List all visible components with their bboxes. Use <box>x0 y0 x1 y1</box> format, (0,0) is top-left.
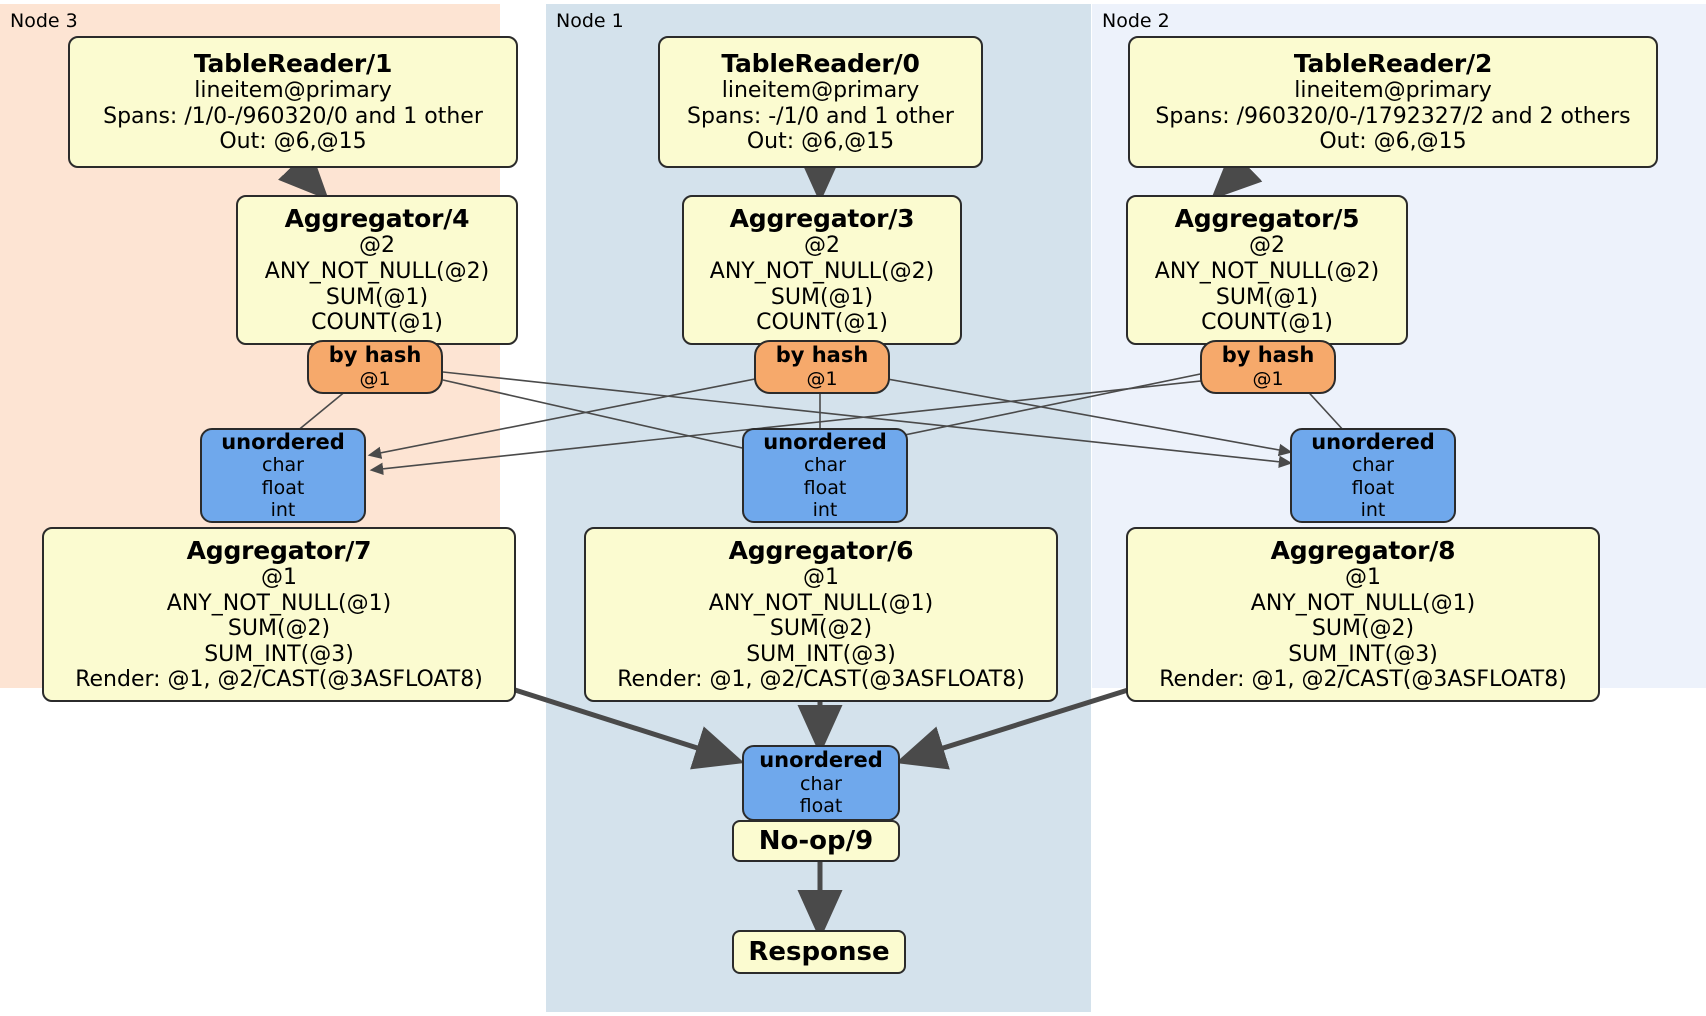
processor-detail: Spans: -/1/0 and 1 other <box>687 103 954 129</box>
processor-detail: ANY_NOT_NULL(@2) <box>1154 258 1380 284</box>
processor-aggregator-8[interactable]: Aggregator/8 @1 ANY_NOT_NULL(@1) SUM(@2)… <box>1126 527 1600 702</box>
router-unordered-left[interactable]: unordered char float int <box>200 428 366 523</box>
processor-title: TableReader/0 <box>721 49 920 79</box>
processor-title: Aggregator/4 <box>284 204 470 234</box>
router-unordered-right[interactable]: unordered char float int <box>1290 428 1456 523</box>
router-title: unordered <box>221 429 345 454</box>
processor-aggregator-4[interactable]: Aggregator/4 @2 ANY_NOT_NULL(@2) SUM(@1)… <box>236 195 518 345</box>
router-title: by hash <box>1221 343 1315 368</box>
processor-detail: Spans: /1/0-/960320/0 and 1 other <box>103 103 483 129</box>
router-unordered-center[interactable]: unordered char float int <box>742 428 908 523</box>
processor-detail: ANY_NOT_NULL(@2) <box>709 258 935 284</box>
processor-aggregator-5[interactable]: Aggregator/5 @2 ANY_NOT_NULL(@2) SUM(@1)… <box>1126 195 1408 345</box>
router-detail: @1 <box>359 368 391 391</box>
processor-detail: Render: @1, @2/CAST(@3ASFLOAT8) <box>75 667 483 693</box>
router-title: by hash <box>775 343 869 368</box>
processor-detail: SUM_INT(@3) <box>204 641 354 667</box>
processor-title: Aggregator/8 <box>1270 536 1456 566</box>
processor-detail: ANY_NOT_NULL(@1) <box>708 590 934 616</box>
processor-response[interactable]: Response <box>732 930 906 974</box>
processor-detail: Out: @6,@15 <box>219 129 367 155</box>
processor-detail: SUM(@1) <box>1215 284 1319 310</box>
processor-title: TableReader/2 <box>1293 49 1493 79</box>
router-by-hash-right[interactable]: by hash @1 <box>1200 340 1336 394</box>
processor-detail: SUM_INT(@3) <box>746 641 896 667</box>
processor-title: Aggregator/3 <box>729 204 915 234</box>
processor-title: Response <box>748 937 890 967</box>
processor-detail: COUNT(@1) <box>756 310 888 336</box>
router-detail: int <box>812 499 838 522</box>
processor-detail: COUNT(@1) <box>311 310 443 336</box>
processor-detail: SUM_INT(@3) <box>1288 641 1438 667</box>
router-title: unordered <box>759 748 883 773</box>
router-detail: char <box>1352 454 1394 477</box>
processor-detail: @2 <box>359 233 395 259</box>
router-detail: float <box>803 476 847 499</box>
router-detail: int <box>270 499 296 522</box>
router-detail: @1 <box>806 368 838 391</box>
processor-title: TableReader/1 <box>193 49 393 79</box>
router-detail: char <box>804 454 846 477</box>
processor-aggregator-3[interactable]: Aggregator/3 @2 ANY_NOT_NULL(@2) SUM(@1)… <box>682 195 962 345</box>
router-detail: float <box>1351 476 1395 499</box>
router-by-hash-center[interactable]: by hash @1 <box>754 340 890 394</box>
processor-title: Aggregator/6 <box>728 536 914 566</box>
processor-detail: @2 <box>1249 233 1285 259</box>
processor-detail: Render: @1, @2/CAST(@3ASFLOAT8) <box>1159 667 1567 693</box>
processor-aggregator-6[interactable]: Aggregator/6 @1 ANY_NOT_NULL(@1) SUM(@2)… <box>584 527 1058 702</box>
processor-detail: ANY_NOT_NULL(@1) <box>1250 590 1476 616</box>
processor-detail: @1 <box>261 565 297 591</box>
router-title: unordered <box>1311 429 1435 454</box>
router-detail: float <box>799 795 843 818</box>
processor-title: Aggregator/5 <box>1174 204 1360 234</box>
router-detail: @1 <box>1252 368 1284 391</box>
processor-detail: Spans: /960320/0-/1792327/2 and 2 others <box>1155 103 1631 129</box>
router-detail: float <box>261 476 305 499</box>
cluster-node-3-label: Node 3 <box>10 10 78 32</box>
processor-tablereader-0[interactable]: TableReader/0 lineitem@primary Spans: -/… <box>658 36 983 168</box>
router-title: by hash <box>328 343 422 368</box>
processor-noop-9[interactable]: No-op/9 <box>732 820 900 862</box>
cluster-node-2-label: Node 2 <box>1102 10 1170 32</box>
processor-detail: Out: @6,@15 <box>1319 129 1467 155</box>
processor-title: Aggregator/7 <box>186 536 372 566</box>
processor-detail: lineitem@primary <box>1294 78 1492 104</box>
router-title: unordered <box>763 429 887 454</box>
router-by-hash-left[interactable]: by hash @1 <box>307 340 443 394</box>
processor-detail: SUM(@1) <box>770 284 874 310</box>
router-detail: char <box>262 454 304 477</box>
cluster-node-1-label: Node 1 <box>556 10 624 32</box>
processor-detail: SUM(@1) <box>325 284 429 310</box>
router-detail: int <box>1360 499 1386 522</box>
router-unordered-final[interactable]: unordered char float <box>742 745 900 821</box>
processor-detail: COUNT(@1) <box>1201 310 1333 336</box>
processor-detail: @1 <box>803 565 839 591</box>
processor-detail: @1 <box>1345 565 1381 591</box>
processor-detail: ANY_NOT_NULL(@2) <box>264 258 490 284</box>
processor-title: No-op/9 <box>758 826 874 856</box>
processor-detail: @2 <box>804 233 840 259</box>
processor-detail: SUM(@2) <box>227 616 331 642</box>
processor-tablereader-1[interactable]: TableReader/1 lineitem@primary Spans: /1… <box>68 36 518 168</box>
processor-aggregator-7[interactable]: Aggregator/7 @1 ANY_NOT_NULL(@1) SUM(@2)… <box>42 527 516 702</box>
processor-detail: lineitem@primary <box>194 78 392 104</box>
processor-detail: SUM(@2) <box>769 616 873 642</box>
processor-detail: Out: @6,@15 <box>746 129 895 155</box>
processor-detail: lineitem@primary <box>721 78 920 104</box>
processor-detail: SUM(@2) <box>1311 616 1415 642</box>
router-detail: char <box>800 772 842 795</box>
processor-tablereader-2[interactable]: TableReader/2 lineitem@primary Spans: /9… <box>1128 36 1658 168</box>
processor-detail: Render: @1, @2/CAST(@3ASFLOAT8) <box>617 667 1025 693</box>
processor-detail: ANY_NOT_NULL(@1) <box>166 590 392 616</box>
